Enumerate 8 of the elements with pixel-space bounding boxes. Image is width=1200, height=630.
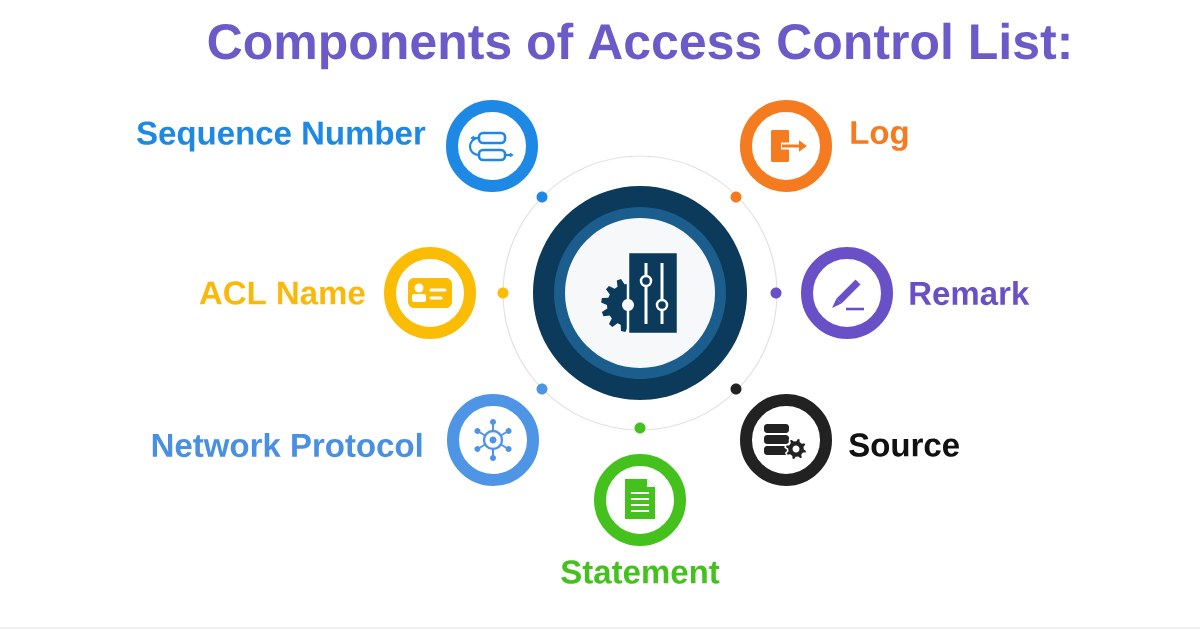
component-label: Source bbox=[849, 433, 959, 457]
component-label: Statement bbox=[561, 560, 720, 584]
component-label: Remark bbox=[910, 280, 1030, 306]
component-label: Log bbox=[851, 121, 908, 151]
component-label: Network Protocol bbox=[152, 432, 422, 458]
title: Components of Access Control List: bbox=[208, 22, 1069, 70]
component-label: ACL Name bbox=[199, 281, 365, 305]
component-label: Sequence Number bbox=[137, 120, 426, 152]
